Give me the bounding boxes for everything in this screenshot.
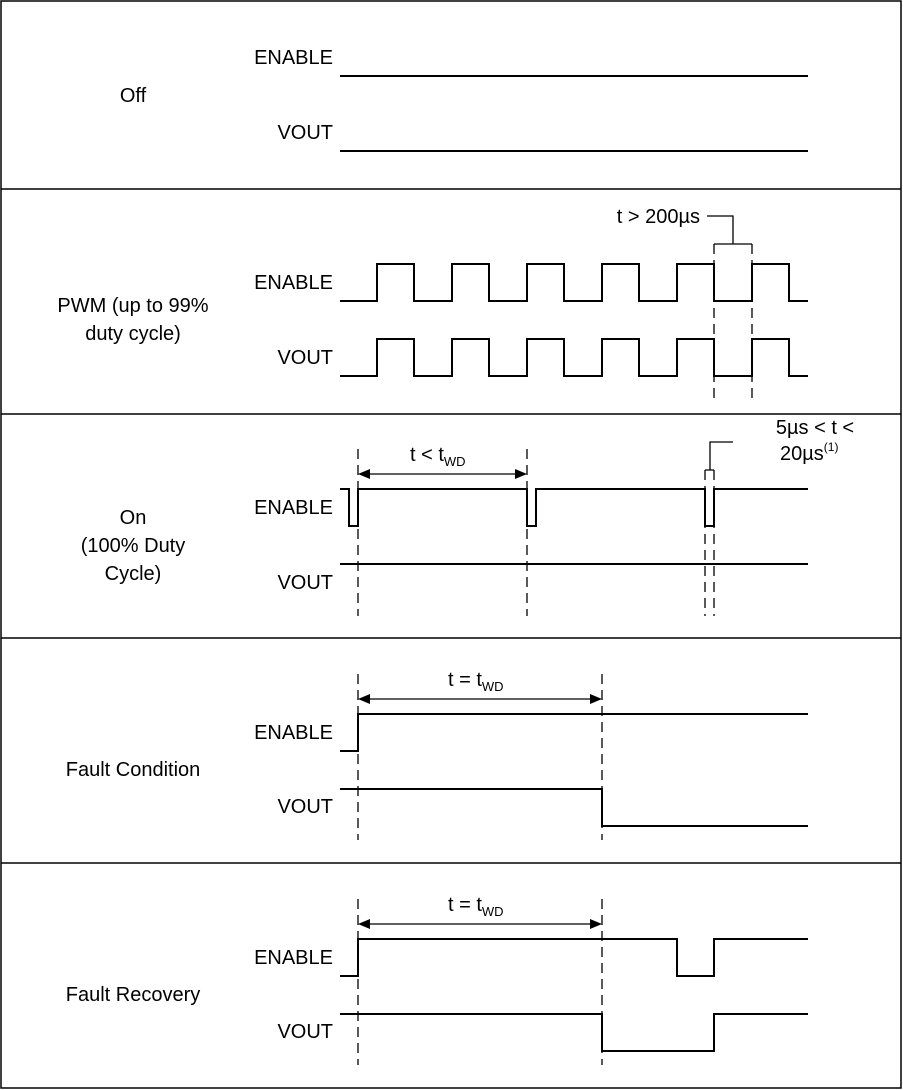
enable-label: ENABLE <box>254 947 333 969</box>
panel-fault-condition: Fault Condition ENABLE VOUT t = tWD <box>66 669 808 840</box>
arrow-head <box>515 469 527 479</box>
arrow-head <box>358 919 370 929</box>
enable-waveform <box>340 488 808 527</box>
vout-label: VOUT <box>277 122 333 144</box>
arrow-head <box>358 694 370 704</box>
time-annotation: t = tWD <box>448 894 504 919</box>
arrow-head <box>590 694 602 704</box>
panel-pwm: PWM (up to 99% duty cycle) ENABLE VOUT t… <box>57 206 808 398</box>
enable-waveform <box>340 938 808 977</box>
vout-waveform <box>340 1013 808 1052</box>
panel-title: Off <box>120 85 147 107</box>
enable-waveform <box>340 263 808 302</box>
vout-label: VOUT <box>277 347 333 369</box>
annotation-bracket <box>707 215 752 245</box>
time-annotation: 5µs < t < <box>776 417 854 439</box>
enable-label: ENABLE <box>254 722 333 744</box>
panel-title: Cycle) <box>105 563 162 585</box>
vout-waveform <box>340 788 808 827</box>
vout-label: VOUT <box>277 572 333 594</box>
enable-label: ENABLE <box>254 47 333 69</box>
panel-title: Fault Condition <box>66 759 201 781</box>
panel-title: Fault Recovery <box>66 984 201 1006</box>
panel-on: On (100% Duty Cycle) ENABLE VOUT t < tWD… <box>81 417 854 616</box>
time-annotation: t < tWD <box>410 444 466 469</box>
panel-title: (100% Duty <box>81 535 186 557</box>
vout-label: VOUT <box>277 796 333 818</box>
panel-title: On <box>120 507 147 529</box>
panel-title: duty cycle) <box>85 323 181 345</box>
vout-label: VOUT <box>277 1021 333 1043</box>
arrow-head <box>590 919 602 929</box>
panel-off: Off ENABLE VOUT <box>120 47 808 152</box>
time-annotation: t > 200µs <box>617 206 700 228</box>
enable-label: ENABLE <box>254 272 333 294</box>
panel-fault-recovery: Fault Recovery ENABLE VOUT t = tWD <box>66 894 808 1065</box>
vout-waveform <box>340 338 808 377</box>
time-annotation: t = tWD <box>448 669 504 694</box>
panel-title: PWM (up to 99% <box>57 295 208 317</box>
arrow-head <box>358 469 370 479</box>
enable-label: ENABLE <box>254 497 333 519</box>
time-annotation: 20µs(1) <box>780 440 838 465</box>
enable-waveform <box>340 713 808 752</box>
annotation-bracket <box>705 441 733 471</box>
